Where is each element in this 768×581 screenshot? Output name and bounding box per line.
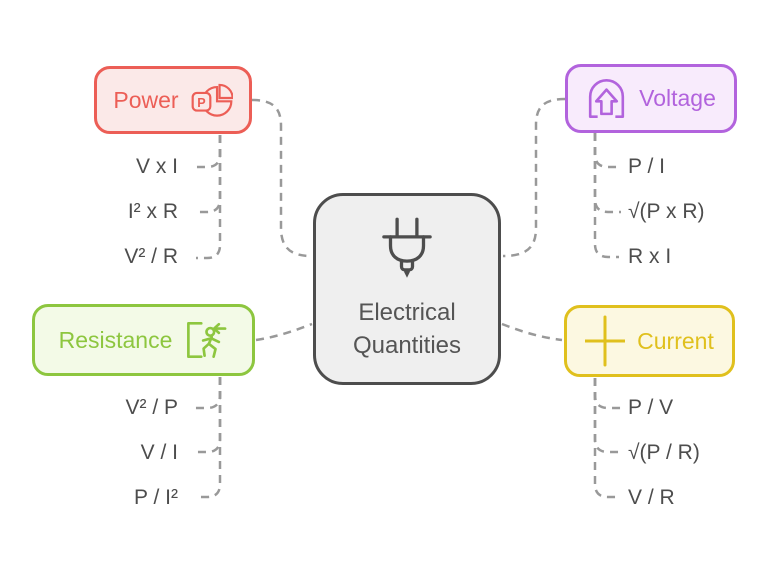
voltage-formula-1: P / I [628, 155, 665, 178]
power-node: Power P [94, 66, 252, 134]
resistance-formula-1: V² / P [125, 396, 178, 419]
edge-current-center [501, 322, 563, 342]
center-label: Electrical Quantities [353, 296, 461, 362]
resistance-formula-3: P / I² [134, 486, 178, 509]
current-node: Current [564, 305, 735, 377]
edge-voltage-f1 [593, 133, 621, 214]
edge-voltage-center [502, 97, 566, 258]
arch-up-arrow-icon [589, 79, 625, 118]
resistance-formula-2: V / I [140, 441, 178, 464]
resistance-label: Resistance [58, 326, 173, 353]
edge-current-f0 [593, 378, 621, 410]
voltage-formula-3: R x I [628, 245, 672, 268]
edge-power-f1 [194, 135, 222, 214]
center-label-line2: Quantities [352, 332, 462, 359]
edge-power-center [251, 98, 312, 258]
pie-chart-p-icon: P [191, 83, 233, 117]
current-formula-2: √(P / R) [628, 441, 700, 464]
plus-icon [585, 315, 626, 367]
power-formula-2: I² x R [127, 200, 178, 223]
power-formula-3: V² / R [124, 245, 178, 268]
edge-current-f2 [593, 378, 619, 499]
edge-resistance-f0 [194, 377, 222, 410]
plug-icon [382, 217, 432, 278]
voltage-node: Voltage [565, 64, 737, 133]
center-label-line1: Electrical [358, 299, 456, 326]
edge-current-f1 [593, 378, 621, 454]
power-formula-1: V x I [135, 155, 178, 178]
svg-text:P: P [197, 95, 205, 109]
current-formula-1: P / V [628, 396, 674, 419]
current-formula-3: V / R [628, 486, 675, 509]
voltage-label: Voltage [639, 85, 716, 111]
edge-voltage-f2 [593, 133, 619, 259]
edge-voltage-f0 [593, 133, 621, 169]
resistance-node: Resistance [32, 304, 255, 376]
edge-resistance-f1 [194, 377, 222, 454]
edge-resistance-f2 [196, 377, 222, 499]
edge-resistance-center [255, 322, 313, 342]
current-label: Current [637, 327, 714, 354]
center-node: Electrical Quantities [313, 193, 501, 385]
edge-power-f0 [194, 135, 222, 169]
power-label: Power [113, 86, 179, 113]
voltage-formula-2: √(P x R) [628, 200, 705, 223]
run-to-door-icon [187, 322, 227, 358]
edge-power-f2 [196, 135, 222, 260]
